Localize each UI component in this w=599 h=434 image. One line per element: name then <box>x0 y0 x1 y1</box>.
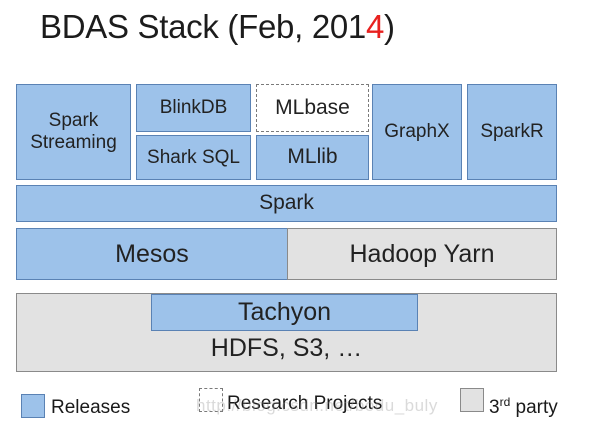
hadoop-yarn-box: Hadoop Yarn <box>287 228 557 280</box>
watermark-text: http://blog.csdn.net/bodu_buly <box>196 396 438 415</box>
blinkdb-box: BlinkDB <box>136 84 251 132</box>
title-suffix: ) <box>384 8 395 45</box>
sparkr-box: SparkR <box>467 84 557 180</box>
spark-streaming-label-line2: Streaming <box>30 132 117 153</box>
mllib-label: MLlib <box>287 145 338 169</box>
legend-releases-swatch <box>21 394 45 418</box>
spark-streaming-label-line1: Spark <box>48 110 99 132</box>
legend-research-swatch <box>199 388 223 412</box>
graphx-label: GraphX <box>384 121 450 143</box>
legend-third-party-swatch <box>460 388 484 412</box>
mlbase-box: MLbase <box>256 84 369 132</box>
storage-label: HDFS, S3, … <box>210 334 363 363</box>
shark-sql-label: Shark SQL <box>147 146 240 168</box>
mesos-box: Mesos <box>16 228 288 280</box>
legend-third-party-suffix: party <box>510 397 558 418</box>
mesos-label: Mesos <box>115 239 189 268</box>
spark-core-label: Spark <box>259 191 314 215</box>
mllib-box: MLlib <box>256 135 369 180</box>
sparkr-label: SparkR <box>480 121 544 143</box>
spark-streaming-box: Spark Streaming <box>16 84 131 180</box>
tachyon-label: Tachyon <box>237 298 332 327</box>
hadoop-yarn-label: Hadoop Yarn <box>349 239 495 268</box>
blinkdb-label: BlinkDB <box>159 97 228 119</box>
spark-core-bar: Spark <box>16 185 557 222</box>
mlbase-label: MLbase <box>275 95 350 119</box>
legend-third-party-label: 3rd party <box>489 395 558 419</box>
tachyon-box: Tachyon <box>151 294 418 331</box>
graphx-box: GraphX <box>372 84 462 180</box>
legend-third-party-sup: rd <box>499 395 511 409</box>
page-title: BDAS Stack (Feb, 2014) <box>40 8 395 46</box>
title-accent-digit: 4 <box>365 8 385 45</box>
legend-third-party-prefix: 3 <box>489 397 500 418</box>
legend-research-label: Research Projects <box>227 393 383 414</box>
shark-sql-box: Shark SQL <box>136 135 251 180</box>
legend-releases-label: Releases <box>51 397 131 418</box>
title-prefix: BDAS Stack (Feb, 201 <box>40 8 366 45</box>
